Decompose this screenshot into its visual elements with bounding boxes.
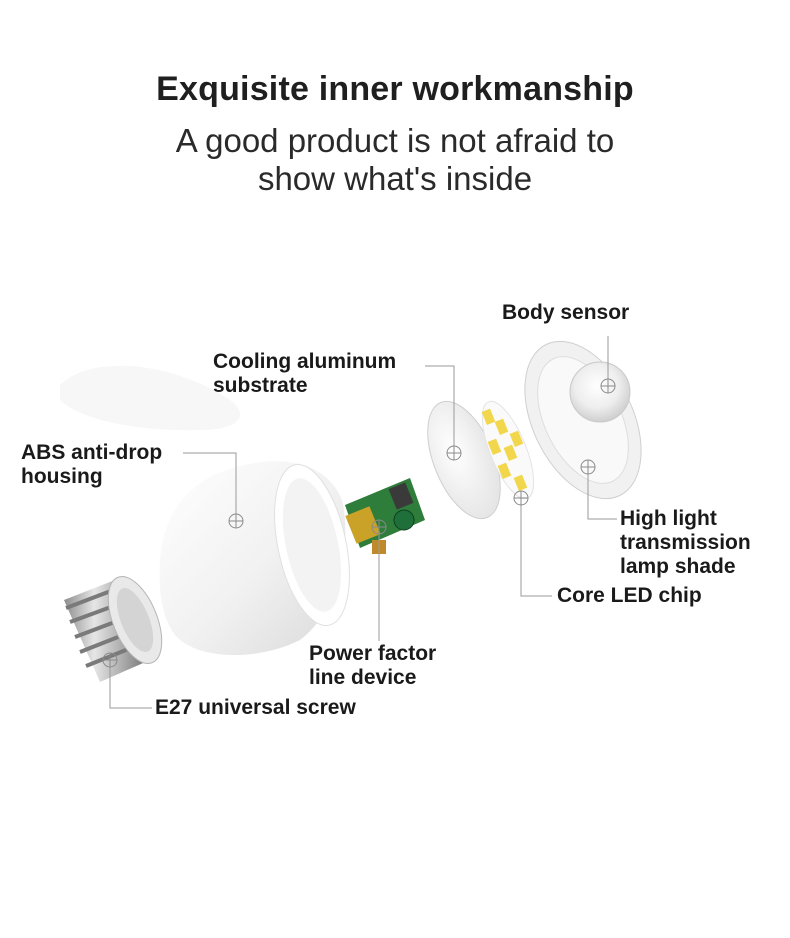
subtitle-line-1: A good product is not afraid to [175, 122, 615, 159]
label-abs-line-2: housing [21, 465, 103, 488]
label-power-line-1: Power factor [309, 642, 437, 665]
label-high-light-line-2: transmission [620, 531, 751, 554]
abs-housing-illustration [159, 461, 350, 655]
label-high-light-line-3: lamp shade [620, 555, 736, 578]
marker-lamp-shade [580, 459, 596, 475]
label-cooling-substrate: Cooling aluminum substrate [213, 350, 396, 398]
label-cooling-line-2: substrate [213, 374, 308, 397]
led-chip-illustration [481, 400, 535, 500]
subtitle-line-2: show what's inside [257, 160, 533, 197]
marker-e27-screw [102, 652, 118, 668]
marker-power-device [371, 519, 387, 535]
e27-screw-illustration [64, 576, 163, 682]
label-cooling-line-1: Cooling aluminum [213, 350, 397, 373]
label-abs-housing: ABS anti-drop housing [21, 441, 162, 489]
marker-led-chip [513, 490, 529, 506]
power-pcb-illustration [345, 478, 425, 554]
page-title: Exquisite inner workmanship [156, 70, 634, 108]
label-core-led: Core LED chip [557, 584, 702, 607]
label-body-sensor: Body sensor [502, 301, 630, 324]
label-power-device: Power factor line device [309, 642, 436, 690]
leader-lines [109, 336, 617, 709]
marker-body-sensor [600, 378, 616, 394]
marker-cooling-substrate [446, 445, 462, 461]
label-lamp-shade: High light transmission lamp shade [620, 507, 751, 579]
label-abs-line-1: ABS anti-drop [21, 441, 163, 464]
label-high-light-line-1: High light [620, 507, 717, 530]
label-e27-screw: E27 universal screw [155, 696, 356, 719]
marker-abs-housing [228, 513, 244, 529]
ghost-bulb-shape [60, 365, 240, 431]
label-power-line-2: line device [309, 666, 417, 689]
